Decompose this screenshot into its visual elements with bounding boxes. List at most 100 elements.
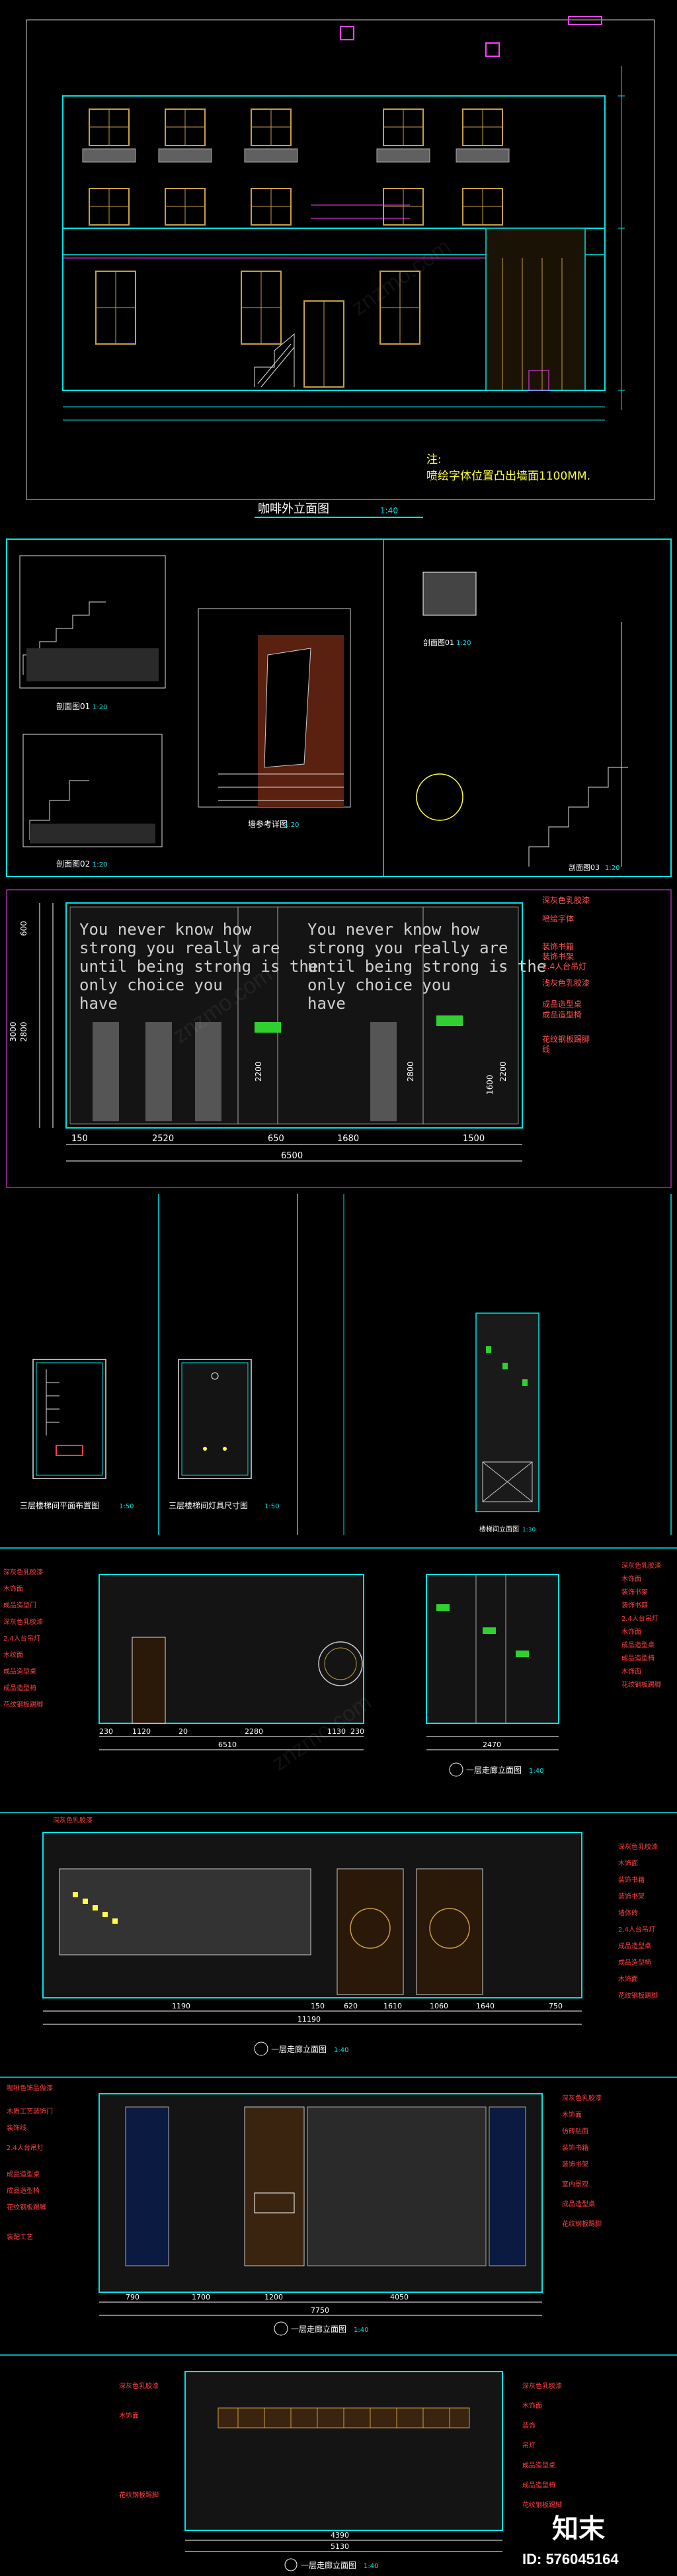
quote-label-8: 成品造型椅	[542, 1010, 582, 1019]
c3-left-label-1: 咖啡色饰品做漆	[7, 2084, 53, 2092]
quote-dim-bottom-3: 650	[268, 1134, 284, 1144]
c2-right-label-1: 深灰色乳胶漆	[618, 1842, 658, 1851]
quote-label-1: 深灰色乳胶漆	[542, 895, 590, 905]
c2-right-label-7: 成品造型桌	[618, 1942, 651, 1950]
c3-scale: 1:40	[354, 2327, 368, 2334]
quote-dim-inner-3: 1600	[485, 1074, 495, 1095]
c1-left-label-3: 成品造型门	[3, 1601, 36, 1610]
quote-label-7: 成品造型桌	[542, 1000, 582, 1009]
c3-left-label-6: 成品造型椅	[7, 2186, 40, 2195]
quote-label-10: 线	[542, 1045, 550, 1054]
wall-ref-scale: 1:20	[284, 822, 299, 829]
quote-dim-inner-1: 2200	[254, 1061, 263, 1082]
section1-caption: 剖面图01	[56, 702, 90, 711]
c2-right-label-2: 木饰面	[618, 1859, 638, 1868]
corridor-sheet-2: 深灰色乳胶漆 深灰色乳胶漆 木饰面 装饰书籍 装饰书架 墙体砖 2.4人台吊灯 …	[0, 1803, 677, 2067]
quote-dim-left-3: 3000	[9, 1021, 18, 1042]
note-label: 注:	[426, 453, 442, 466]
sections-drawing: 剖面图01 1:20 剖面图02 1:20 墙参考详图 1:20 剖面图01 1…	[6, 538, 672, 877]
svg-text:You never know how: You never know how	[79, 920, 252, 939]
svg-text:only choice you: only choice you	[307, 976, 451, 994]
detail3-scale: 1:20	[605, 865, 619, 872]
c3-right-label-5: 装饰书架	[562, 2160, 588, 2168]
c2-dim-6: 1640	[476, 2002, 495, 2010]
section1-scale: 1:20	[93, 704, 107, 711]
c1-caption: 一层走廊立面图	[466, 1765, 522, 1775]
corridor-4-drawing: 深灰色乳胶漆 木饰面 花纹钢板踢脚 深灰色乳胶漆 木饰面 装饰 吊灯 成品造型桌…	[0, 2354, 677, 2571]
exterior-scale: 1:40	[380, 506, 398, 515]
note-text: 喷绘字体位置凸出墙面1100MM.	[426, 470, 590, 483]
c4-left-label-3: 花纹钢板踢脚	[119, 2491, 159, 2499]
quote-label-5: 2.4人台吊灯	[542, 961, 586, 971]
corridor-sheet-4: 深灰色乳胶漆 木饰面 花纹钢板踢脚 深灰色乳胶漆 木饰面 装饰 吊灯 成品造型桌…	[0, 2345, 677, 2576]
c3-left-label-7: 花纹钢板踢脚	[7, 2203, 46, 2211]
c3-dim-3: 1200	[264, 2293, 283, 2301]
quote-label-6: 浅灰色乳胶漆	[542, 978, 590, 988]
quote-dim-inner-4: 2200	[498, 1061, 508, 1082]
c1-left-label-8: 成品造型椅	[3, 1684, 36, 1692]
c2-right-label-5: 墙体砖	[618, 1909, 638, 1917]
corridor-3-drawing: 咖啡色饰品做漆 木质工艺装饰门 装饰线 2.4人台吊灯 成品造型桌 成品造型椅 …	[0, 2077, 677, 2336]
quote-wall-drawing: You never know how strong you really are…	[6, 889, 672, 1188]
quote-dim-bottom-1: 150	[71, 1134, 88, 1144]
c1-right-label-4: 装饰书籍	[621, 1601, 648, 1610]
c4-right-label-6: 成品造型椅	[522, 2481, 555, 2489]
section2-scale: 1:20	[93, 861, 107, 869]
c1-left-label-1: 深灰色乳胶漆	[3, 1568, 43, 1576]
c1-dim-5: 1130	[327, 1727, 346, 1736]
c1-right-label-3: 装饰书架	[621, 1588, 648, 1596]
quote-dim-left-1: 600	[19, 921, 28, 936]
c1-right-label-10: 花纹钢板踢脚	[621, 1680, 661, 1689]
c1-dim-4: 2280	[245, 1727, 263, 1736]
c1-right-label-7: 成品造型桌	[621, 1641, 655, 1649]
c2-caption: 一层走廊立面图	[271, 2044, 327, 2054]
svg-text:have: have	[307, 994, 346, 1013]
quote-label-3: 装饰书籍	[542, 941, 574, 951]
c4-scale: 1:40	[364, 2563, 378, 2570]
svg-text:strong you really are: strong you really are	[307, 939, 508, 957]
c3-left-label-3: 装饰线	[7, 2124, 26, 2132]
c1-right-label-5: 2.4人台吊灯	[621, 1614, 658, 1623]
corridor-1-drawing: 深灰色乳胶漆 木饰面 成品造型门 深灰色乳胶漆 2.4人台吊灯 木纹面 成品造型…	[0, 1547, 677, 1777]
c1-left-label-5: 2.4人台吊灯	[3, 1634, 40, 1643]
c4-right-label-3: 装饰	[522, 2421, 536, 2430]
c3-right-label-3: 仿砖贴面	[562, 2127, 588, 2135]
quote-label-9: 花纹钢板踢脚	[542, 1034, 590, 1044]
stair-light-scale: 1:50	[264, 1503, 279, 1510]
c3-left-label-8: 装配工艺	[7, 2233, 33, 2241]
svg-text:until being strong is the: until being strong is the	[79, 957, 318, 976]
c1-left-label-2: 木饰面	[3, 1584, 23, 1593]
c1-scale: 1:40	[529, 1768, 543, 1775]
c1-left-label-6: 木纹面	[3, 1651, 23, 1659]
c1-right-label-2: 木饰面	[621, 1574, 641, 1583]
stair-plans-sheet: 三层楼梯间平面布置图 1:50 三层楼梯间灯具尺寸图 1:50 楼梯间立面图 1…	[0, 1191, 677, 1538]
c3-right-label-7: 成品造型桌	[562, 2200, 595, 2208]
c4-caption: 一层走廊立面图	[301, 2560, 356, 2570]
c1-right-label-8: 成品造型椅	[621, 1654, 655, 1662]
corridor-sheet-3: 咖啡色饰品做漆 木质工艺装饰门 装饰线 2.4人台吊灯 成品造型桌 成品造型椅 …	[0, 2067, 677, 2345]
svg-text:until being strong is the: until being strong is the	[307, 957, 546, 976]
brand-logo: 知末	[552, 2514, 605, 2544]
quote-label-4: 装饰书架	[542, 952, 574, 961]
quote-dim-left-2: 2800	[19, 1021, 28, 1042]
quote-dim-bottom-5: 1500	[463, 1134, 485, 1144]
quote-wall-sheet: You never know how strong you really are…	[0, 883, 677, 1191]
c1-left-label-7: 成品造型桌	[3, 1667, 36, 1676]
c1-right-label-6: 木饰面	[621, 1627, 641, 1636]
sections-sheet: 剖面图01 1:20 剖面图02 1:20 墙参考详图 1:20 剖面图01 1…	[0, 536, 677, 883]
quote-text-left: You never know how strong you really are…	[79, 920, 318, 1013]
c3-left-label-2: 木质工艺装饰门	[7, 2107, 53, 2116]
c1-left-label-9: 花纹钢板踢脚	[3, 1700, 43, 1709]
quote-dim-inner-2: 2800	[406, 1061, 415, 1082]
c4-left-label-1: 深灰色乳胶漆	[119, 2382, 159, 2390]
svg-text:only choice you: only choice you	[79, 976, 223, 994]
c4-right-label-4: 吊灯	[522, 2442, 536, 2450]
c1-right-label-1: 深灰色乳胶漆	[621, 1561, 661, 1570]
c1-dim-3: 20	[179, 1727, 188, 1736]
c2-dim-4: 1610	[383, 2002, 402, 2010]
detail3-caption: 剖面图03	[569, 863, 600, 872]
detail1-scale: 1:20	[456, 640, 471, 647]
c3-right-label-4: 装饰书籍	[562, 2143, 588, 2152]
c4-dim-1: 4390	[331, 2531, 349, 2540]
svg-text:strong you really are: strong you really are	[79, 939, 280, 957]
